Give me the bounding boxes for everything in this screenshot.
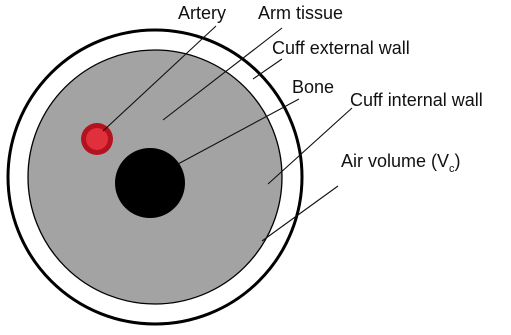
label-cuff-external-wall: Cuff external wall [272,38,410,58]
cuff-external-wall-leader-line [253,59,282,79]
artery-inner [86,128,108,150]
label-air-volume: Air volume (Vc) [341,151,461,175]
bone [115,148,185,218]
air-volume-text: Air volume (V [341,151,449,171]
label-cuff-internal-wall: Cuff internal wall [350,90,483,110]
air-volume-close-paren: ) [455,151,461,171]
label-arm-tissue: Arm tissue [258,3,343,23]
label-artery: Artery [178,3,226,23]
label-bone: Bone [292,77,334,97]
